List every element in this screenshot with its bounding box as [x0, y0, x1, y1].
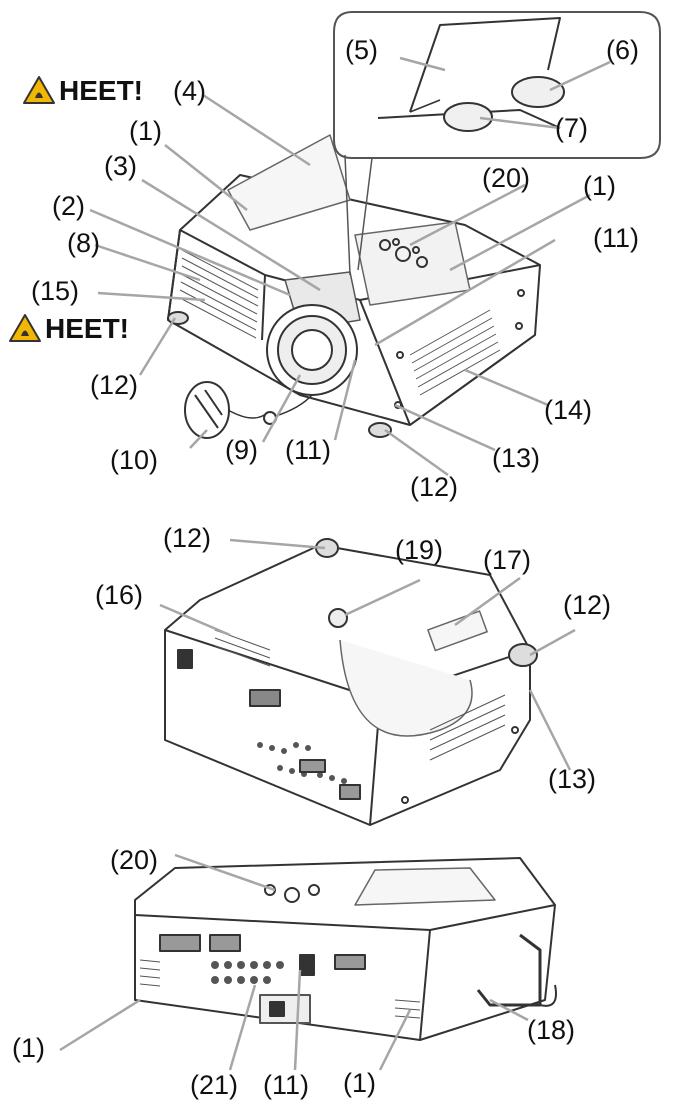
label-11: (11)	[593, 223, 640, 253]
label-2: (2)	[52, 191, 85, 221]
lens-control-inset	[333, 11, 661, 276]
label-20: (20)	[110, 845, 159, 875]
heat-warning-left: HEET!	[8, 313, 129, 343]
label-10: (10)	[110, 445, 159, 475]
label-15: (15)	[31, 276, 80, 306]
lamp-cover	[227, 134, 351, 231]
label-7: (7)	[555, 113, 588, 143]
warning-triangle-icon	[23, 76, 55, 104]
heat-warning-top: HEET!	[22, 75, 143, 105]
label-3: (3)	[104, 151, 137, 181]
lens-cap	[184, 381, 230, 439]
label-21: (21)	[190, 1070, 239, 1100]
lens-shift-dial	[511, 76, 565, 108]
label-19: (19)	[395, 535, 444, 565]
label-12: (12)	[163, 523, 212, 553]
label-1: (1)	[343, 1068, 376, 1098]
label-1: (1)	[12, 1033, 45, 1063]
label-1: (1)	[583, 171, 616, 201]
label-12: (12)	[410, 472, 459, 502]
control-button	[379, 239, 391, 251]
label-16: (16)	[95, 580, 144, 610]
label-18: (18)	[527, 1015, 576, 1045]
label-20: (20)	[482, 163, 531, 193]
label-4: (4)	[173, 76, 206, 106]
label-9: (9)	[225, 435, 258, 465]
projector-rear-view	[134, 857, 557, 1041]
label-11: (11)	[285, 435, 332, 465]
label-11: (11)	[263, 1070, 310, 1100]
control-button	[395, 246, 411, 262]
lens-shift-dial	[443, 102, 493, 132]
projector-front-view	[167, 134, 541, 439]
vent-left	[179, 249, 259, 339]
label-6: (6)	[606, 35, 639, 65]
heat-warning-text: HEET!	[59, 75, 143, 106]
warning-triangle-icon	[9, 314, 41, 342]
label-5: (5)	[345, 35, 378, 65]
label-8: (8)	[67, 228, 100, 258]
label-13: (13)	[548, 764, 597, 794]
heat-warning-text: HEET!	[45, 313, 129, 344]
projector-bottom-view	[164, 538, 538, 826]
label-14: (14)	[544, 395, 593, 425]
label-13: (13)	[492, 443, 541, 473]
vent-right	[409, 309, 501, 396]
leader-lines	[59, 56, 611, 1071]
label-12: (12)	[90, 370, 139, 400]
control-button	[416, 256, 428, 268]
label-1: (1)	[129, 116, 162, 146]
foot	[368, 422, 392, 438]
label-17: (17)	[483, 545, 532, 575]
foot	[508, 643, 538, 667]
label-12: (12)	[563, 590, 612, 620]
